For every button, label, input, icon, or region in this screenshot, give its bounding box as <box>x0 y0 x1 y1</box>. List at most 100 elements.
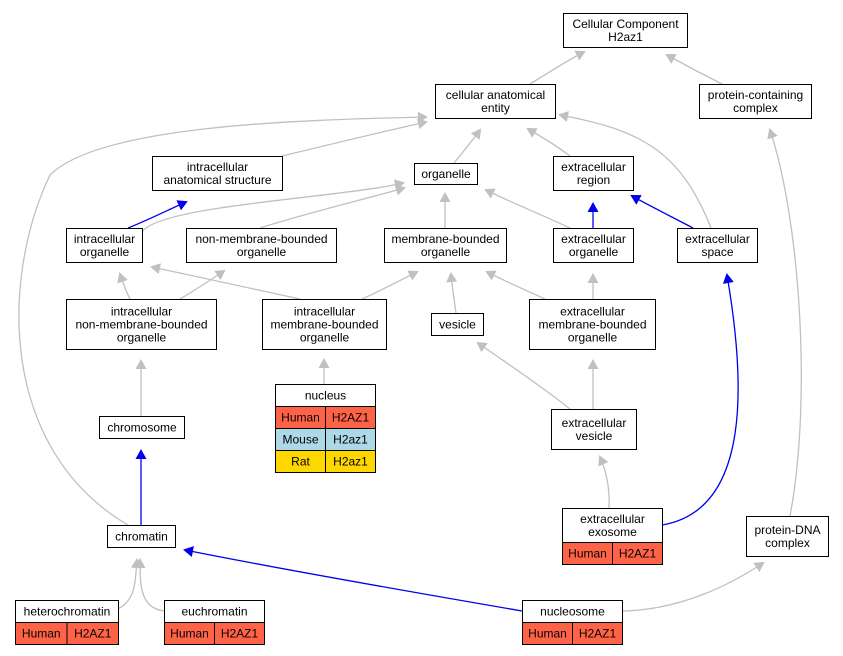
gene-row-human[interactable]: Human H2AZ1 <box>522 622 623 645</box>
node-label: anatomical structure <box>163 173 271 187</box>
node-label: protein-DNA <box>754 523 820 537</box>
arrowhead <box>574 50 586 61</box>
species-label: Human <box>170 627 209 641</box>
node-label: organelle <box>237 245 287 259</box>
edge-extracellular-organelle-to-organelle <box>484 188 571 229</box>
arrowhead <box>587 273 599 283</box>
edge-membrane-bounded-organelle-to-organelle <box>439 192 451 228</box>
node-label: extracellular <box>685 232 750 246</box>
arrowhead <box>587 202 599 212</box>
node-label: organelle <box>421 167 471 181</box>
edge-nucleosome-to-protein-dna-complex <box>621 561 765 612</box>
arrowhead <box>484 188 496 199</box>
arrowhead <box>753 561 765 573</box>
arrowhead <box>665 54 677 64</box>
arrowhead <box>446 272 458 283</box>
arrowhead <box>117 272 128 284</box>
edge-protein-containing-complex-to-cellular-component-h2az1 <box>665 54 723 85</box>
arrowhead <box>407 270 419 281</box>
arrowhead <box>135 359 147 369</box>
gene-symbol: H2AZ1 <box>619 547 657 561</box>
edges-layer <box>18 50 802 612</box>
arrowhead <box>598 455 609 467</box>
node-label: intracellular <box>294 305 355 319</box>
node-chromatin[interactable]: chromatin <box>107 525 176 548</box>
arrowhead <box>526 128 538 138</box>
species-label: Human <box>22 627 61 641</box>
gene-symbol: H2az1 <box>333 455 368 469</box>
edge-extracellular-membrane-bounded-organelle-to-extracellular-organelle <box>587 273 599 299</box>
arrowhead <box>587 359 599 369</box>
edge-intracellular-membrane-bounded-organelle-to-membrane-bounded-organelle <box>361 270 419 300</box>
node-label: vesicle <box>576 429 613 443</box>
edge-chromatin-to-chromosome <box>135 449 147 525</box>
node-label: chromatin <box>115 530 168 544</box>
edge-extracellular-vesicle-to-extracellular-membrane-bounded-organelle <box>587 359 599 409</box>
node-vesicle[interactable]: vesicle <box>431 313 484 336</box>
species-label: Mouse <box>282 433 318 447</box>
edge-intracellular-non-membrane-bounded-organelle-to-intracellular-organelle <box>117 272 131 300</box>
edge-nucleus-to-intracellular-membrane-bounded-organelle <box>318 358 330 384</box>
edge-nucleosome-to-chromatin <box>183 546 523 612</box>
arrowhead <box>183 546 194 557</box>
node-label: extracellular <box>560 305 625 319</box>
edge-chromosome-to-intracellular-non-membrane-bounded-organelle <box>135 359 147 416</box>
node-label: organelle <box>421 245 471 259</box>
arrowhead <box>394 184 406 196</box>
node-label: euchromatin <box>181 605 247 619</box>
node-label: organelle <box>117 331 167 345</box>
node-label: extracellular <box>561 232 626 246</box>
edge-extracellular-space-to-extracellular-region <box>630 195 694 229</box>
arrowhead <box>439 192 451 202</box>
node-chromosome[interactable]: chromosome <box>99 416 185 439</box>
edge-extracellular-space-to-cellular-anatomical-entity <box>558 111 712 229</box>
edge-non-membrane-bounded-organelle-to-organelle <box>259 184 406 229</box>
node-label: exosome <box>588 525 637 539</box>
arrowhead <box>417 111 428 123</box>
edge-intracellular-organelle-to-intracellular-anatomical-structure <box>127 200 188 229</box>
edge-cellular-anatomical-entity-to-cellular-component-h2az1 <box>529 50 586 85</box>
edge-intracellular-non-membrane-bounded-organelle-to-non-membrane-bounded-organelle <box>179 269 226 300</box>
node-label: membrane-bounded <box>538 318 646 332</box>
edge-chromatin-to-cellular-anatomical-entity <box>18 111 428 526</box>
node-label: organelle <box>568 331 618 345</box>
node-label: extracellular <box>561 160 626 174</box>
node-label: organelle <box>569 245 619 259</box>
species-label: Human <box>528 627 567 641</box>
node-label: protein-containing <box>708 88 803 102</box>
node-label: Cellular Component <box>572 17 679 31</box>
species-label: Human <box>281 411 320 425</box>
gene-symbol: H2AZ1 <box>579 627 617 641</box>
node-intracellular-non-membrane-bounded-organelle[interactable]: intracellularnon-membrane-boundedorganel… <box>66 299 217 350</box>
arrowhead <box>630 195 642 205</box>
node-label: vesicle <box>439 318 476 332</box>
node-organelle[interactable]: organelle <box>414 163 478 185</box>
